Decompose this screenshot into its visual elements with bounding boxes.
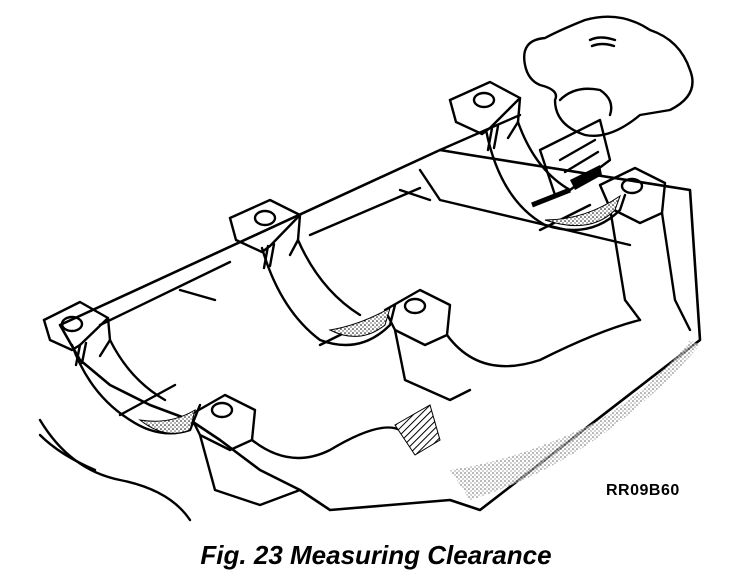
hand	[523, 15, 694, 137]
block-outline	[58, 148, 702, 512]
part-code-label: RR09B60	[606, 482, 680, 499]
figure-caption: Fig. 23 Measuring Clearance	[200, 540, 552, 570]
